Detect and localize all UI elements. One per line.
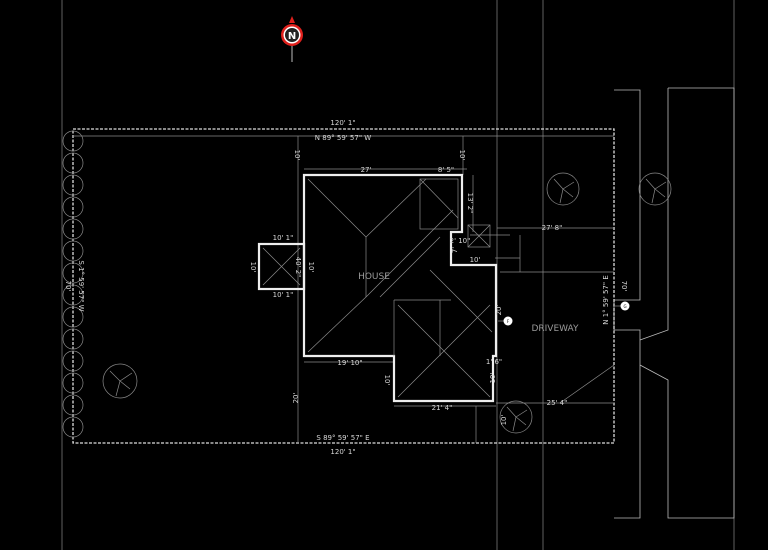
marker-f: F xyxy=(503,316,513,326)
hedge-tree xyxy=(62,240,84,262)
dim-bay-depth: 10' xyxy=(249,262,257,273)
tree xyxy=(638,172,672,206)
hedge-trees xyxy=(62,130,84,438)
hedge-tree xyxy=(62,152,84,174)
dim-step-a: 2' 10" xyxy=(450,237,471,245)
dimension-lines xyxy=(73,135,625,443)
dim-house-bottom-right: 21' 4" xyxy=(432,404,453,412)
dim-drive-top: 27' 8" xyxy=(542,224,563,232)
left-length: 70' xyxy=(64,281,72,292)
tree xyxy=(499,400,533,434)
hedge-tree xyxy=(62,196,84,218)
dim-bay-bottom: 10' 1" xyxy=(273,291,294,299)
hedge-tree xyxy=(62,394,84,416)
reference-lines xyxy=(61,0,735,550)
dim-bay-top: 10' 1" xyxy=(273,234,294,242)
right-length: 70' xyxy=(620,281,628,292)
bottom-length: 120' 1" xyxy=(330,448,355,456)
hedge-tree xyxy=(62,416,84,438)
dim-garage-top: 8' 5" xyxy=(438,166,454,174)
dim-tree: 10' xyxy=(500,415,508,426)
tree xyxy=(102,363,138,399)
north-arrow-icon: N xyxy=(281,16,303,62)
dim-drive-bottom: 25' 4" xyxy=(547,399,568,407)
hedge-tree xyxy=(62,372,84,394)
hedge-tree xyxy=(62,284,84,306)
tree xyxy=(546,172,580,206)
dim-garage-side: 13' 2" xyxy=(466,193,474,214)
marker-g: G xyxy=(620,301,630,311)
dim-step-c: 10' xyxy=(470,256,481,264)
hedge-tree xyxy=(62,174,84,196)
dim-front-setback-right: 10' xyxy=(458,150,466,161)
bottom-bearing: S 89° 59' 57" E xyxy=(316,434,369,442)
hedge-tree xyxy=(62,328,84,350)
property-boundary xyxy=(72,128,615,444)
hedge-tree xyxy=(62,130,84,152)
hedge-tree xyxy=(62,350,84,372)
dim-front-setback-left: 10' xyxy=(293,150,301,161)
house-footprint xyxy=(257,173,498,403)
hedge-tree xyxy=(62,262,84,284)
dim-house-top: 27' xyxy=(361,166,372,174)
north-letter: N xyxy=(288,31,296,42)
dim-rear-setback: 20' xyxy=(292,393,300,404)
top-length: 120' 1" xyxy=(330,119,355,127)
dim-side-setback: 20' xyxy=(495,305,503,316)
right-bearing: N 1° 59' 57" E xyxy=(602,275,610,324)
top-bearing: N 89° 59' 57" W xyxy=(315,134,372,142)
svg-text:G: G xyxy=(623,304,626,309)
house-label: HOUSE xyxy=(358,272,390,282)
hedge-tree xyxy=(62,306,84,328)
dim-step-b: 7' xyxy=(451,247,459,253)
svg-text:F: F xyxy=(507,319,510,324)
dim-bay-side: 10' xyxy=(307,262,315,273)
dim-side-jog-depth: 10' xyxy=(489,373,497,384)
dim-side-jog: 1' 6" xyxy=(486,358,502,366)
dim-house-bottom-left: 19' 10" xyxy=(337,359,362,367)
street-outline xyxy=(613,87,735,519)
left-bearing: S 1° 59' 57" W xyxy=(77,260,85,311)
hedge-tree xyxy=(62,218,84,240)
driveway-label: DRIVEWAY xyxy=(531,324,579,334)
dim-bay-inner: 40' 2" xyxy=(294,257,302,278)
dim-rear-jog: 10' xyxy=(383,375,391,386)
